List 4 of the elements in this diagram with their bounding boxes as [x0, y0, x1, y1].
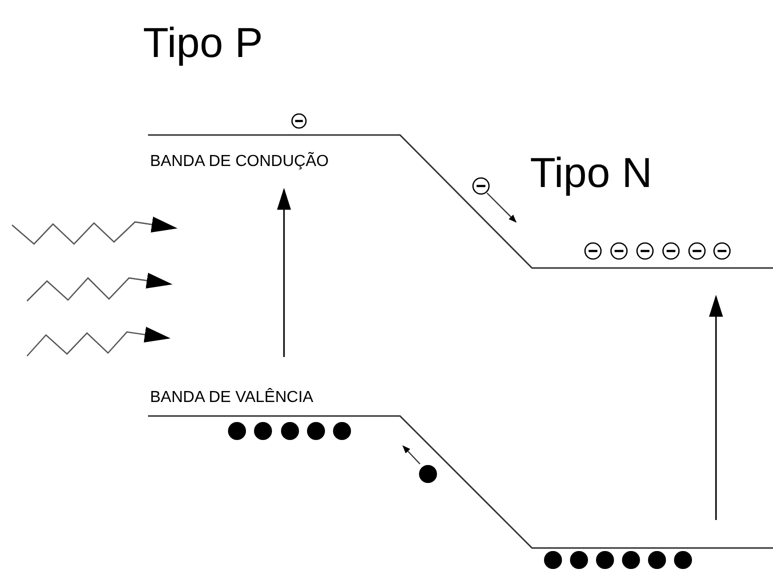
type-heading: Tipo P: [143, 22, 263, 64]
band-label: BANDA DE CONDUÇÃO: [150, 154, 329, 170]
band-label: BANDA DE VALÊNCIA: [150, 390, 314, 406]
type-heading: Tipo N: [530, 152, 652, 194]
